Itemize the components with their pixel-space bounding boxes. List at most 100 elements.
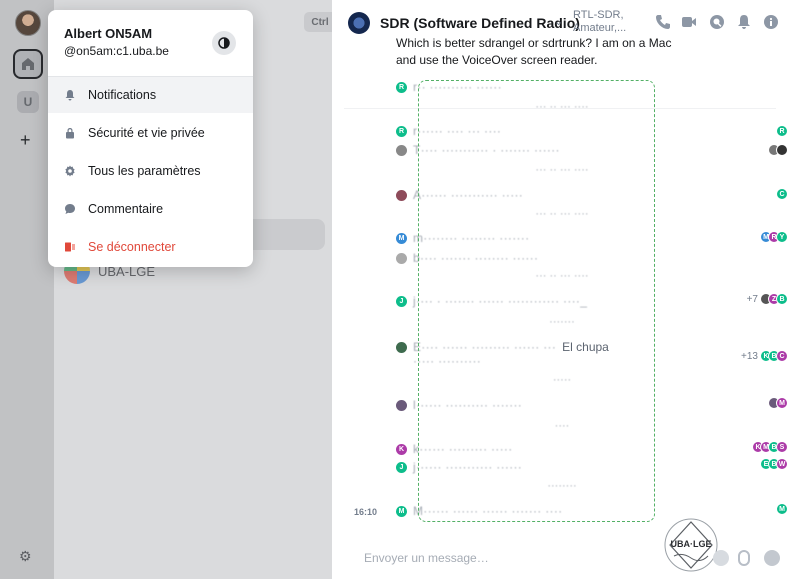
date-separator: ····· — [552, 374, 572, 386]
receipt-avatar — [776, 144, 788, 156]
theme-icon — [218, 37, 230, 49]
sender-avatar: M — [396, 505, 407, 517]
receipt-avatar: M — [776, 397, 788, 409]
room-avatar[interactable] — [348, 12, 370, 34]
menu-item-notifications[interactable]: Notifications — [48, 77, 253, 113]
sender-avatar — [396, 144, 407, 156]
voice-call-icon[interactable] — [654, 13, 672, 31]
sender-avatar: M — [396, 232, 407, 244]
theme-toggle-button[interactable] — [212, 31, 236, 55]
space-rail: U + ⚙ — [0, 0, 54, 579]
menu-item-label: Tous les paramètres — [88, 164, 201, 178]
create-space-button[interactable]: + — [20, 130, 31, 150]
menu-item-label: Notifications — [88, 88, 157, 102]
receipt-avatar: C — [776, 350, 788, 362]
blurred-event: ····· ·········· — [413, 354, 482, 368]
receipt-avatar: Y — [776, 231, 788, 243]
sender-avatar: R — [396, 81, 407, 93]
blurred-event: E···· ······ ········· ······ ··· — [413, 340, 557, 354]
sender-avatar: J — [396, 461, 407, 473]
read-receipts[interactable]: M — [776, 503, 788, 515]
blurred-event: b···· ······· ········ ······ — [413, 251, 539, 265]
menu-item-sign-out[interactable]: Se déconnecter — [48, 229, 253, 265]
event-row: T···· ··········· · ······· ······ — [396, 141, 560, 159]
notifications-bell-icon[interactable] — [735, 13, 753, 31]
home-button[interactable] — [13, 49, 43, 79]
menu-item-label: Se déconnecter — [88, 240, 176, 254]
space-button[interactable]: U — [17, 91, 39, 113]
gear-icon — [64, 165, 76, 177]
date-separator: ··· ·· ··· ···· — [535, 101, 589, 113]
menu-item-feedback[interactable]: Commentaire — [48, 191, 253, 227]
sender-avatar: R — [396, 125, 407, 137]
sender-avatar — [396, 341, 407, 353]
receipt-avatar: R — [776, 125, 788, 137]
blurred-event: j···· · ······· ······ ············ ····… — [413, 294, 588, 308]
video-call-icon[interactable] — [680, 13, 698, 31]
receipt-count: +7 — [746, 293, 758, 305]
blurred-event: M······ ······ ······ ······· ···· — [413, 504, 563, 518]
message-snippet: El chupa — [562, 340, 609, 354]
message-timestamp: 16:10 — [354, 507, 378, 517]
event-row: A······ ··········· ····· — [396, 186, 523, 204]
date-separator: ······· — [549, 316, 575, 328]
sender-avatar: K — [396, 443, 407, 455]
menu-item-all-settings[interactable]: Tous les paramètres — [48, 153, 253, 189]
date-separator: ··· ·· ··· ···· — [535, 270, 589, 282]
blurred-event: r······ ···· ··· ···· — [413, 124, 502, 138]
chat-bubble-icon — [64, 203, 76, 215]
receipt-avatar: M — [776, 503, 788, 515]
logo-text: UBA·LGE — [671, 539, 712, 549]
receipt-avatar: C — [776, 188, 788, 200]
lock-icon — [64, 127, 76, 139]
sender-avatar — [396, 189, 407, 201]
receipt-avatar: S — [776, 441, 788, 453]
user-menu: Albert ON5AM @on5am:c1.uba.be Notificati… — [48, 10, 253, 267]
menu-item-security[interactable]: Sécurité et vie privée — [48, 115, 253, 151]
receipt-count: +13 — [741, 350, 758, 362]
emoji-icon[interactable] — [713, 550, 729, 566]
user-display-name: Albert ON5AM — [64, 26, 153, 41]
sender-avatar — [396, 252, 407, 264]
read-receipts[interactable]: C — [776, 188, 788, 200]
room-topic[interactable]: RTL-SDR, Amateur,... — [573, 9, 627, 34]
read-receipts[interactable] — [768, 144, 788, 156]
message-input[interactable]: Envoyer un message… — [364, 551, 489, 565]
search-icon[interactable] — [708, 13, 726, 31]
read-receipts[interactable]: R — [776, 125, 788, 137]
event-row: l······ ·········· ······· — [396, 396, 522, 414]
chevron-down-icon[interactable]: ⌄ — [554, 16, 564, 28]
event-row: M M······ ······ ······ ······· ···· — [396, 502, 562, 520]
signout-icon — [64, 241, 76, 253]
blurred-event: m········ ········ ······· — [413, 231, 530, 245]
date-separator: ··· ·· ··· ···· — [535, 208, 589, 220]
room-name: UBA-LGE — [98, 263, 156, 279]
blurred-event: r·· ·········· ······ — [413, 80, 502, 94]
blurred-event: T···· ··········· · ······· ······ — [413, 143, 560, 157]
event-row: b···· ······· ········ ······ — [396, 249, 538, 267]
more-options-icon[interactable] — [764, 550, 780, 566]
event-row: ····· ·········· — [396, 352, 481, 370]
room-title[interactable]: SDR (Software Defined Radio) — [380, 15, 580, 31]
blurred-event: k······ ········· ····· — [413, 442, 513, 456]
quick-settings-icon[interactable]: ⚙ — [19, 548, 32, 564]
event-row: E···· ······ ········· ······ ··· El chup… — [396, 338, 609, 356]
blurred-event: A······ ··········· ····· — [413, 188, 524, 202]
attachment-icon[interactable] — [738, 550, 750, 566]
menu-item-label: Sécurité et vie privée — [88, 126, 205, 140]
message-composer: Envoyer un message… — [332, 540, 800, 579]
menu-item-label: Commentaire — [88, 202, 164, 216]
read-receipts[interactable]: M — [768, 397, 788, 409]
user-avatar[interactable] — [15, 10, 41, 36]
room-info-icon[interactable] — [762, 13, 780, 31]
user-id: @on5am:c1.uba.be — [64, 44, 169, 58]
sender-avatar: J — [396, 295, 407, 307]
